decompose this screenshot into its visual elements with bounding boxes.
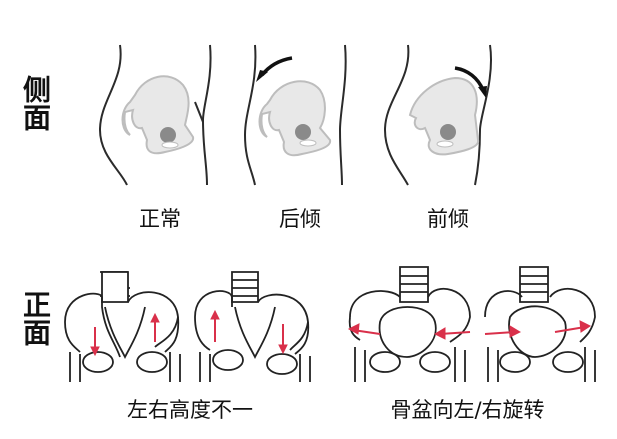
front-rotation-figure-1 [347,266,471,382]
side-anterior-figure [383,44,492,186]
caption-normal: 正常 [139,207,181,231]
side-posterior-figure [243,44,347,186]
caption-height-difference: 左右高度不一 [127,398,253,422]
caption-anterior: 前倾 [427,207,469,231]
front-height-figure-2 [194,271,311,382]
front-rotation-figure-2 [484,266,596,382]
side-normal-figure [98,44,212,186]
caption-posterior: 后倾 [279,207,321,231]
row-label-side: 侧面 [19,75,52,131]
row-label-front: 正面 [19,290,52,346]
caption-rotation: 骨盆向左/右旋转 [390,398,545,422]
front-height-figure-1 [64,271,181,382]
